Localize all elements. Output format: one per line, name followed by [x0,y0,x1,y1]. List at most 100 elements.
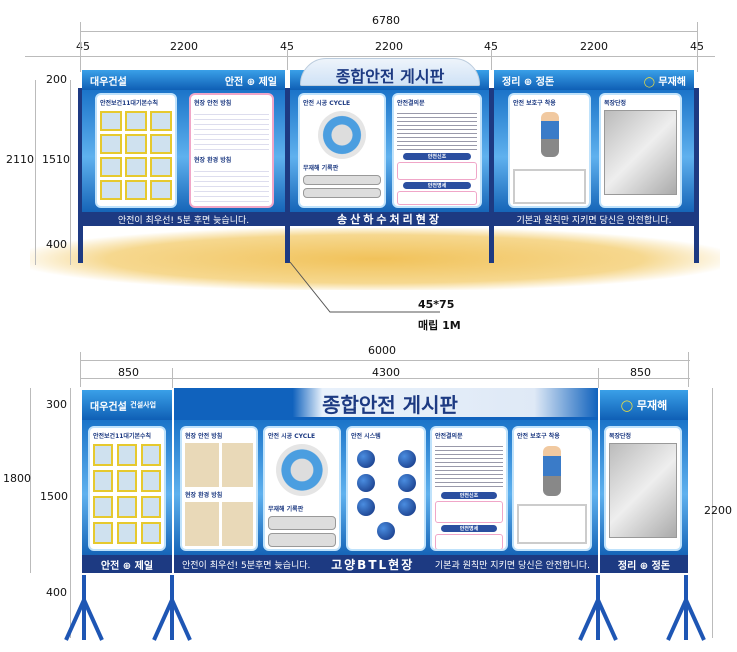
site-name: 고양BTL현장 [331,557,415,572]
panel-title: 안전결의문 [435,433,463,440]
dim-line-parts [70,80,71,265]
panel-title: 안전 시공 CYCLE [303,100,351,107]
panel-cycle: 안전 시공 CYCLE 무재해 기록판 [298,93,386,208]
bottom-right-footer: 정리 ⊕ 정돈 [600,555,688,573]
ext-line [697,22,698,72]
record-counter [268,533,336,547]
panel-dress-mirror: 복장단정 [599,93,682,208]
panel-title: 현장 환경 방침 [194,157,232,164]
record-counter [303,175,381,185]
policy-table [194,110,269,152]
creed-box [397,162,477,180]
ext-line [80,22,81,72]
top-left-header: 대우건설 안전 ⊕ 제일 [82,70,285,90]
dim-header-height: 300 [46,398,67,411]
bottom-left-footer: 안전 ⊕ 제일 [82,555,172,573]
dim-line-board [30,388,31,573]
panel-title: 안전결의문 [397,100,425,107]
dim-panel-2: 2200 [375,40,403,53]
ext-line [688,352,689,387]
policy-illustrations [185,443,253,487]
dim-post-3: 45 [484,40,498,53]
dim-line-total [80,31,698,32]
dim-line-total [80,360,690,361]
panel-title: 안전 보호구 착용 [513,100,556,107]
dim-line-height [35,80,36,265]
footer-slogan: 안전이 최우선! 5분후면 늦습니다. [182,560,311,571]
policy-illustrations [185,502,253,546]
brand-text: 무재해 [658,76,686,88]
panel-title: 안전보건11대기본수칙 [100,100,159,107]
dim-board-height: 1800 [3,472,31,485]
policy-table [194,167,269,203]
bottom-center-footer: 안전이 최우선! 5분후면 늦습니다. 고양BTL현장 기본과 원칙만 지키면 … [174,555,598,573]
panel-safety-system: 안전 시스템 [346,426,426,551]
creed-box [435,501,503,523]
statement-box [435,534,503,549]
resolution-text [397,110,477,150]
post [285,88,290,263]
dim-total-width: 6000 [368,344,396,357]
panel-title: 현장 안전 방침 [185,433,223,440]
panel-title: 현장 환경 방침 [185,492,223,499]
post [694,88,699,263]
poster-grid [100,111,172,200]
statement-box [397,191,477,205]
brand-sub: 건설사업 [130,401,157,409]
ext-line [25,56,715,57]
worker-figure-icon [540,112,559,157]
panel-title: 무재해 기록판 [268,506,304,513]
panel-protective-gear: 안전 보호구 착용 [508,93,591,208]
dim-center-width: 4300 [372,366,400,379]
board-title: 종합안전 게시판 [322,393,458,417]
ext-line [491,50,492,70]
dim-line-total-height [712,388,713,638]
top-left-footer: 안전이 최우선! 5분 후면 늦습니다. [82,212,285,226]
post [78,88,83,263]
top-right-header: 정리 ⊕ 정돈 ◯ 무재해 [494,70,694,90]
dim-body-height: 1510 [42,153,70,166]
bottom-right-header: ◯ 무재해 [600,390,688,420]
brand-text: 무재해 [636,399,668,412]
statement-label: 안전명세 [441,525,497,532]
dim-right-width: 850 [630,366,651,379]
dim-panel-1: 2200 [170,40,198,53]
dim-total-height: 2200 [704,504,732,517]
panel-title: 안전 시공 CYCLE [268,433,316,440]
panel-title: 복장단정 [609,433,632,440]
dim-line-parts [80,378,690,379]
cycle-wheel-icon [318,111,366,159]
mirror [609,443,677,538]
dim-body-height: 1500 [40,490,68,503]
panel-site-policy: 현장 안전 방침 현장 환경 방침 [180,426,258,551]
dim-line-parts [70,388,71,638]
panel-resolution: 안전결의문 안전신조 안전명세 [430,426,508,551]
ground-area [30,228,720,290]
record-counter [268,516,336,530]
dim-panel-3: 2200 [580,40,608,53]
panel-title: 현장 안전 방침 [194,100,232,107]
ext-line [287,50,288,70]
dim-post-2: 45 [280,40,294,53]
slogan: 안전 ⊕ 제일 [224,76,277,88]
post [489,88,494,263]
record-counter [303,188,381,198]
dim-leg-height: 400 [46,586,67,599]
panel-resolution: 안전결의문 안전신조 안전명세 [392,93,482,208]
top-right-footer: 기본과 원칙만 지키면 당신은 안전합니다. [494,212,694,226]
footer-slogan: 기본과 원칙만 지키면 당신은 안전합니다. [434,560,590,571]
dim-left-width: 850 [118,366,139,379]
panel-title: 안전 보호구 착용 [517,433,560,440]
burial-depth-label: 매립 1M [418,319,461,332]
panel-cycle: 안전 시공 CYCLE 무재해 기록판 [263,426,341,551]
resolution-text [435,443,503,489]
panel-title: 무재해 기록판 [303,165,339,172]
mirror [604,110,677,195]
no-accident-logo-icon: ◯ [620,398,637,412]
panel-safety-rules: 안전보건11대기본수칙 [95,93,177,208]
panel-title: 복장단정 [604,100,627,107]
panel-protective-gear: 안전 보호구 착용 [512,426,592,551]
dim-post-1: 45 [76,40,90,53]
panel-title: 안전 시스템 [351,433,381,440]
